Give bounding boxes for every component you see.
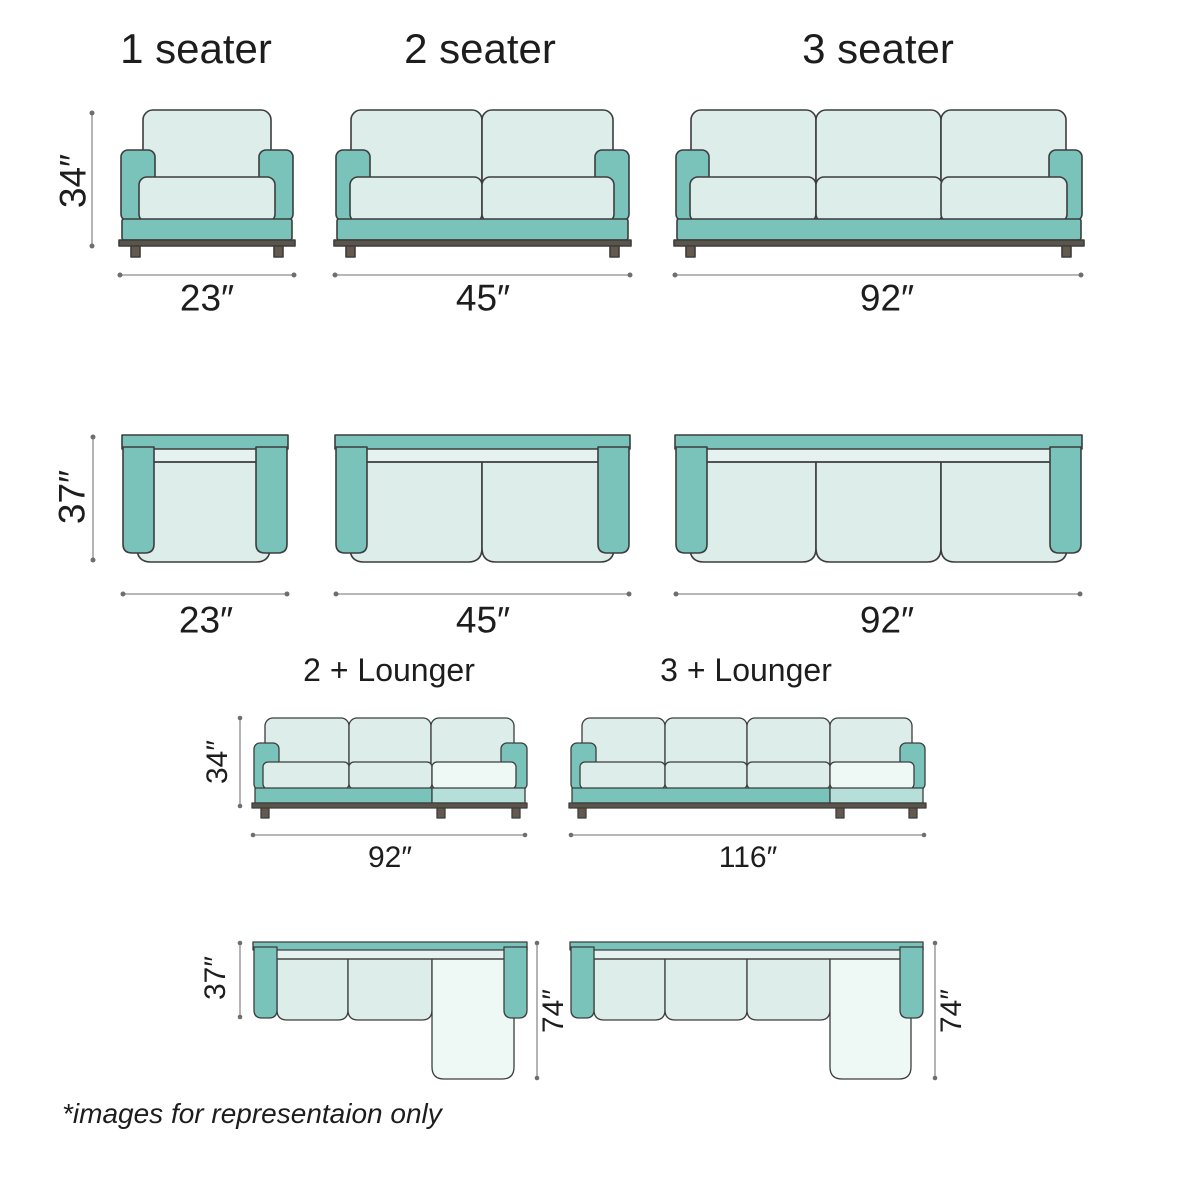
- three-plus-lounger-top-view: [569, 941, 924, 1080]
- dimension-line-depth-74-left: [534, 940, 540, 1081]
- two-plus-lounger-top-view: [252, 941, 528, 1080]
- dimension-line-width-92-front: [672, 272, 1084, 278]
- two-seater-top-view: [334, 434, 631, 563]
- dimension-line-height-34: [89, 110, 95, 249]
- one-seater-front-view: [118, 109, 296, 258]
- dim-label-width-45-top: 45″: [455, 599, 511, 641]
- dim-label-height-34: 34″: [52, 153, 94, 209]
- title-two-seater: 2 seater: [404, 25, 556, 72]
- dim-label-width-92-top: 92″: [859, 599, 915, 641]
- two-seater-front-view: [333, 109, 632, 258]
- two-plus-lounger-front-view: [251, 717, 528, 819]
- dim-label-depth-74-right: 74″: [935, 989, 968, 1033]
- dimension-line-height-34-lounger: [237, 715, 243, 809]
- dim-label-width-92-front: 92″: [859, 277, 915, 319]
- title-three-plus-lounger: 3 + Lounger: [660, 652, 832, 688]
- dimension-line-depth-37-lounger: [237, 940, 243, 1020]
- one-seater-top-view: [121, 434, 289, 563]
- dim-label-width-23-front: 23″: [179, 277, 235, 319]
- dim-label-depth-37-top: 37″: [51, 469, 93, 525]
- footnote: *images for representaion only: [62, 1098, 442, 1129]
- dim-label-depth-74-left: 74″: [537, 989, 570, 1033]
- dim-label-height-34-lounger: 34″: [201, 740, 234, 784]
- title-three-seater: 3 seater: [802, 25, 954, 72]
- title-two-plus-lounger: 2 + Lounger: [303, 652, 475, 688]
- dimension-line-width-92-top: [673, 591, 1083, 597]
- dim-label-depth-37-lounger: 37″: [199, 956, 232, 1000]
- three-seater-front-view: [673, 109, 1085, 258]
- dim-label-width-45-front: 45″: [455, 277, 511, 319]
- three-seater-top-view: [674, 434, 1083, 563]
- dim-label-width-92-lounger: 92″: [368, 841, 412, 874]
- dimension-line-width-23-front: [117, 272, 297, 278]
- dimension-line-width-23-top: [120, 591, 290, 597]
- dimension-line-width-45-front: [332, 272, 633, 278]
- dimension-line-width-116-lounger: [568, 832, 927, 838]
- dimension-line-width-45-top: [333, 591, 632, 597]
- dimension-line-depth-37-top: [90, 434, 96, 563]
- dim-label-width-23-top: 23″: [178, 599, 234, 641]
- dimension-line-width-92-lounger: [250, 832, 528, 838]
- three-plus-lounger-front-view: [568, 717, 927, 819]
- dim-label-width-116-lounger: 116″: [718, 841, 778, 874]
- dimension-line-depth-74-right: [932, 940, 938, 1081]
- title-one-seater: 1 seater: [120, 25, 272, 72]
